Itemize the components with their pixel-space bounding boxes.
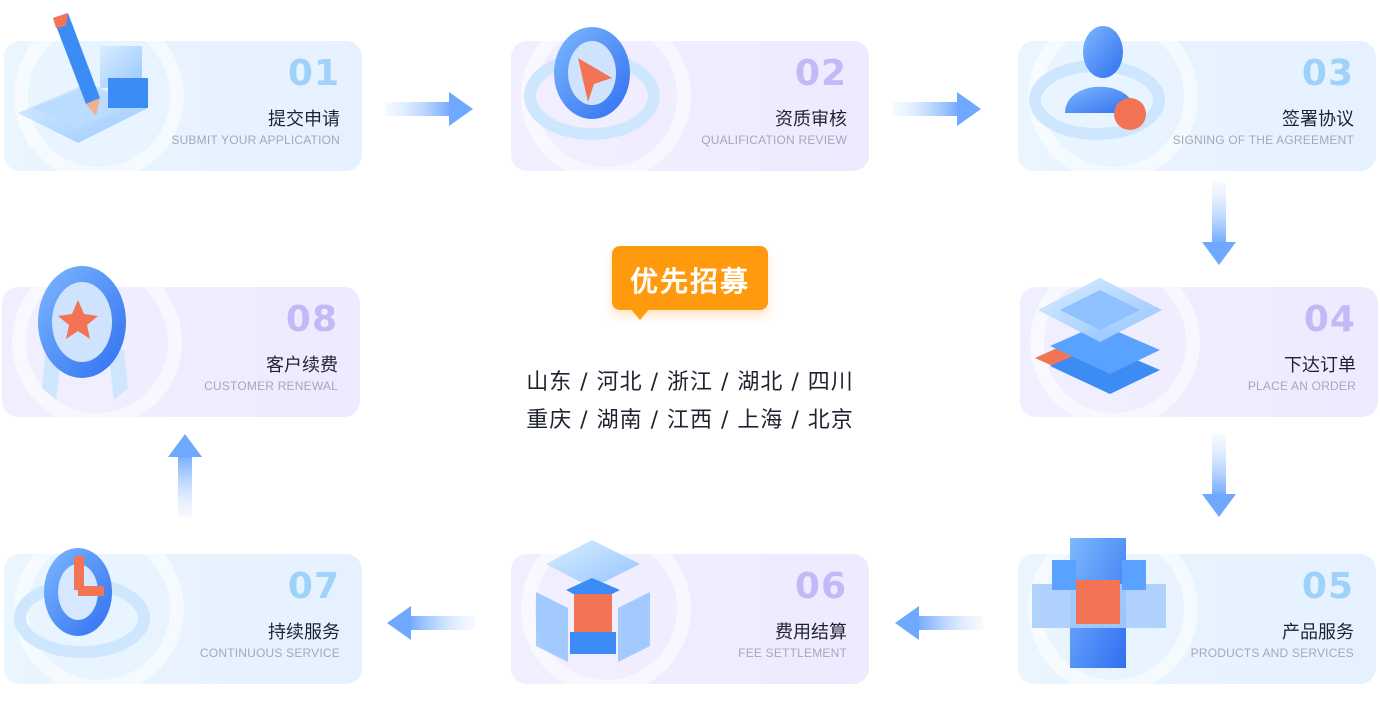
step-subtitle: SUBMIT YOUR APPLICATION (171, 133, 340, 147)
user-ring-icon (1029, 26, 1165, 140)
medal-star-icon (38, 266, 128, 400)
step-number: 04 (1303, 299, 1356, 340)
stacked-layers-icon (1035, 278, 1162, 394)
step-subtitle: PRODUCTS AND SERVICES (1190, 646, 1354, 660)
clock-ring-icon (14, 548, 150, 658)
cursor-ring-icon (524, 27, 660, 140)
flow-arrow-right (385, 92, 473, 126)
step-title: 签署协议 (1282, 109, 1354, 130)
priority-recruit-badge: 优先招募 (612, 246, 768, 320)
step-subtitle: CUSTOMER RENEWAL (204, 379, 338, 393)
step-subtitle: SIGNING OF THE AGREEMENT (1172, 133, 1354, 147)
region-list-line-2: 重庆 / 湖南 / 江西 / 上海 / 北京 (526, 408, 854, 433)
step-number: 05 (1301, 566, 1354, 607)
step-title: 资质审核 (775, 109, 847, 130)
glass-cube-icon (536, 540, 650, 662)
step-subtitle: QUALIFICATION REVIEW (701, 133, 847, 147)
flow-arrow-left (895, 606, 983, 640)
flow-arrow-down (1202, 182, 1236, 265)
step-number: 02 (794, 53, 847, 94)
flow-arrow-right (893, 92, 981, 126)
step-number: 01 (287, 53, 340, 94)
step-number: 08 (285, 299, 338, 340)
step-title: 费用结算 (775, 622, 847, 643)
step-title: 客户续费 (266, 355, 338, 376)
flow-arrow-down (1202, 434, 1236, 517)
flow-arrow-left (387, 606, 475, 640)
step-subtitle: PLACE AN ORDER (1247, 379, 1356, 393)
region-list-line-1: 山东 / 河北 / 浙江 / 湖北 / 四川 (526, 370, 854, 395)
step-title: 产品服务 (1282, 622, 1354, 643)
step-subtitle: FEE SETTLEMENT (738, 646, 847, 660)
badge-label: 优先招募 (629, 265, 750, 298)
step-subtitle: CONTINUOUS SERVICE (199, 646, 340, 660)
step-number: 07 (287, 566, 340, 607)
cube-cross-icon (1032, 538, 1166, 668)
step-title: 持续服务 (268, 622, 340, 643)
badge-tail (630, 308, 650, 320)
step-title: 下达订单 (1284, 355, 1356, 376)
pencil-blocks-icon (18, 13, 148, 143)
step-title: 提交申请 (268, 109, 340, 130)
step-card-06[interactable]: 06 费用结算 FEE SETTLEMENT (511, 554, 869, 684)
flow-arrow-up (168, 434, 202, 517)
step-number: 03 (1301, 53, 1354, 94)
step-number: 06 (794, 566, 847, 607)
